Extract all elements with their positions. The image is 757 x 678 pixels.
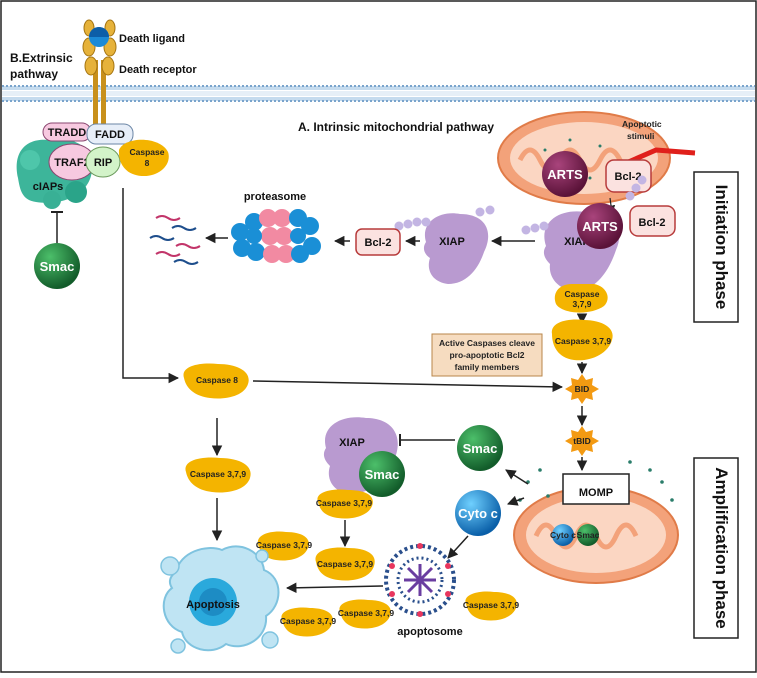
caspase8-top-label-2: 8 <box>145 158 150 168</box>
xiap-middle-node <box>423 213 489 284</box>
apoptosome-label: apoptosome <box>397 626 462 638</box>
smac-right-node <box>457 425 503 471</box>
xiap-middle-label: XIAP <box>439 236 465 248</box>
proteasome-icon <box>231 209 321 263</box>
cytoc-to-apoptosome-arrow <box>447 535 469 559</box>
caspase379-left-blob <box>185 457 251 493</box>
xiap-bottom-label: XIAP <box>339 437 365 449</box>
caspase379-scatter-3 <box>281 607 333 637</box>
note-line-2: pro-apoptotic Bcl2 <box>449 350 524 360</box>
mito-to-smac-arrow <box>505 469 529 485</box>
death-ligand-label: Death ligand <box>119 33 185 45</box>
apoptotic-stimuli-label-2: stimuli <box>627 131 654 141</box>
caspase379-scatter-4-label: Caspase 3,7,9 <box>338 608 395 618</box>
smac-left-label: Smac <box>40 259 75 274</box>
arts-top-node <box>542 151 588 197</box>
caspase8-to-bid-arrow <box>252 380 564 393</box>
caspase8-blob <box>183 363 249 399</box>
apoptosome-to-apoptosis-arrow <box>285 582 384 594</box>
caspase379-scatter-5-label: Caspase 3,7,9 <box>463 600 520 610</box>
intrinsic-pathway-label: A. Intrinsic mitochondrial pathway <box>298 120 494 134</box>
arts-bottom-label: ARTS <box>582 219 618 234</box>
initiation-phase-label: Initiation phase <box>712 185 731 310</box>
cyto-c-small-label: Cyto c <box>550 530 576 540</box>
smac-small-label: Smac <box>577 530 600 540</box>
cyto-c-label: Cyto c <box>458 506 498 521</box>
caspase8-label: Caspase 8 <box>196 375 238 385</box>
mito-to-cytoc-arrow <box>507 495 525 506</box>
caspase379-right-label-2: 3,7,9 <box>573 299 592 309</box>
rip-label: RIP <box>94 157 112 169</box>
ciaps-label: cIAPs <box>33 181 64 193</box>
disc-to-caspase8-arrow <box>122 188 180 384</box>
bcl2-middle-node <box>355 228 401 256</box>
caspase379-scatter-2-label: Caspase 3,7,9 <box>317 559 374 569</box>
fadd-label: FADD <box>95 129 125 141</box>
arts-top-label: ARTS <box>547 167 583 182</box>
caspase8-top-blob <box>118 139 169 176</box>
death-receptor-label: Death receptor <box>119 64 197 76</box>
caspase379-scatter-4 <box>339 599 391 629</box>
caspase379-scatter-1-label: Caspase 3,7,9 <box>256 540 313 550</box>
note-box <box>431 333 543 377</box>
tbid-label: tBID <box>573 436 590 446</box>
bcl2-top-label: Bcl-2 <box>615 171 642 183</box>
rip-node <box>85 146 121 178</box>
caspase379-scatter-2 <box>315 547 375 581</box>
amplification-phase-label: Amplification phase <box>712 467 731 629</box>
apoptosome-icon <box>384 543 456 617</box>
momp-box <box>562 473 630 505</box>
apoptotic-stimuli-label-1: Apoptotic <box>622 119 662 129</box>
note-line-3: family members <box>455 362 520 372</box>
caspase379-right-label-1: Caspase <box>565 289 600 299</box>
tbid-node <box>565 426 599 456</box>
caspase379-xiap-label: Caspase 3,7,9 <box>316 498 373 508</box>
bcl2-middle-label: Bcl-2 <box>365 237 392 249</box>
caspase379-scatter-3-label: Caspase 3,7,9 <box>280 616 337 626</box>
extrinsic-pathway-label-2: pathway <box>10 67 58 81</box>
apoptotic-cell-icon <box>160 545 280 654</box>
cyto-c-node <box>455 490 501 536</box>
caspase379-mid-blob <box>551 319 613 361</box>
smac-left-node <box>34 243 80 289</box>
smac-right-label: Smac <box>463 441 498 456</box>
peptide-fragments-icon <box>149 215 201 265</box>
smac-complex-label: Smac <box>365 467 400 482</box>
bcl2-right-label: Bcl-2 <box>639 217 666 229</box>
momp-label: MOMP <box>579 487 613 499</box>
caspase379-xiap-blob <box>317 489 373 519</box>
caspase379-mid-label: Caspase 3,7,9 <box>555 336 612 346</box>
extrinsic-pathway-label-1: B.Extrinsic <box>10 51 73 65</box>
cyto-c-small-node <box>552 524 574 546</box>
traf2-label: TRAF2 <box>54 157 89 169</box>
tradd-label: TRADD <box>48 127 87 139</box>
apoptosis-label: Apoptosis <box>186 599 240 611</box>
caspase8-top-label-1: Caspase <box>130 147 165 157</box>
cell-membrane <box>2 85 755 102</box>
caspase379-right-blob <box>554 284 608 313</box>
death-ligand-icon <box>89 27 109 47</box>
fadd-node <box>86 123 134 145</box>
initiation-phase-box <box>693 171 739 323</box>
death-receptor-icon <box>82 19 117 130</box>
ubiquitin-chain-right <box>521 175 647 235</box>
smac-complex-node <box>359 451 405 497</box>
arts-bottom-node <box>577 203 623 249</box>
bcl2-right-node <box>629 205 676 237</box>
amplification-phase-box <box>693 457 739 639</box>
caspase379-scatter-5 <box>465 591 517 621</box>
proteasome-label: proteasome <box>244 191 306 203</box>
smac-small-node <box>577 524 599 546</box>
bid-node <box>565 374 599 404</box>
ubiquitin-chain-middle <box>394 205 495 231</box>
bid-label: BID <box>575 384 590 394</box>
note-line-1: Active Caspases cleave <box>439 338 535 348</box>
caspase379-scatter-1 <box>257 531 309 561</box>
caspase379-left-label: Caspase 3,7,9 <box>190 469 247 479</box>
disc-complex: TRADD FADD TRAF2 RIP Caspase 8 cIAPs <box>16 122 169 209</box>
